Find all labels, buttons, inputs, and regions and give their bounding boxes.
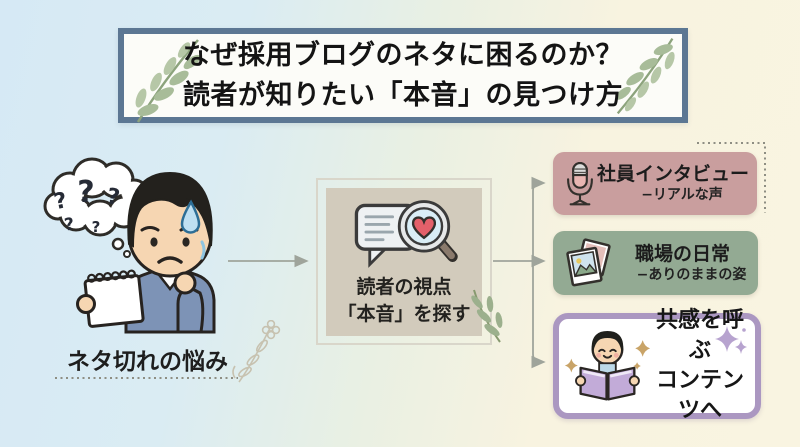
leaf-sprig-icon [471, 289, 503, 343]
branch-subtitle: −リアルな声 [641, 187, 723, 203]
result-line1: 共感を呼ぶ [655, 308, 744, 363]
process-box: 読者の視点 「本音」を探す [326, 188, 482, 336]
sweat-drop-icon [180, 199, 201, 234]
question-mark: ? [77, 175, 94, 210]
worried-writer-illustration: ? ? ? ? ? [43, 157, 216, 334]
leaf-branch-icon [615, 38, 675, 115]
notepad-icon [83, 269, 145, 328]
title-line1: なぜ採用ブログのネタに困るのか？ [183, 39, 623, 71]
question-mark: ? [105, 184, 122, 211]
question-mark: ? [52, 188, 70, 215]
branch-workplace-daily: 職場の日常 −ありのままの姿 [553, 231, 758, 295]
result-line2: コンテンツへ [655, 368, 744, 423]
question-mark: ? [63, 214, 76, 235]
title-banner: なぜ採用ブログのネタに困るのか？ 読者が知りたい「本音」の見つけ方 [118, 28, 688, 123]
heart-icon [411, 216, 437, 240]
sparkle-icon [715, 326, 747, 354]
branch-title: 職場の日常 [634, 242, 730, 265]
hand-on-chin [173, 271, 197, 295]
hair [127, 171, 213, 248]
hand-holding-notepad [76, 294, 96, 314]
flower-sketch-icon [232, 320, 281, 383]
connector-branch-bottom [531, 261, 546, 369]
worried-man [76, 171, 216, 334]
branch-title: 社員インタビュー [596, 163, 749, 185]
open-book-icon [579, 366, 636, 401]
result-box: 共感を呼ぶ コンテンツへ [553, 308, 761, 423]
frown-mouth [157, 256, 183, 264]
connector-branch-top [531, 176, 546, 261]
sparkle-icon [564, 340, 651, 373]
branch-employee-interview: 社員インタビュー −リアルな声 [553, 152, 757, 215]
leaf-branch-icon [135, 39, 201, 123]
process-frame [316, 178, 492, 345]
result-text: 共感を呼ぶ コンテンツへ [651, 306, 749, 426]
question-mark: ? [92, 218, 101, 236]
photos-icon [566, 238, 611, 287]
problem-label: ネタ切れの悩み [67, 349, 228, 375]
process-line1: 読者の視点 [356, 276, 452, 298]
page-title: なぜ採用ブログのネタに困るのか？ 読者が知りたい「本音」の見つけ方 [124, 34, 682, 117]
branch-subtitle: −ありのままの姿 [636, 266, 747, 283]
thought-cloud-icon: ? ? ? ? ? [43, 157, 150, 258]
process-line2: 「本音」を探す [337, 303, 471, 325]
microphone-icon [567, 162, 593, 206]
reading-person-icon [564, 331, 651, 401]
hair [591, 331, 624, 352]
search-heart-icon [354, 200, 458, 268]
title-line2: 読者が知りたい「本音」の見つけ方 [183, 79, 623, 111]
